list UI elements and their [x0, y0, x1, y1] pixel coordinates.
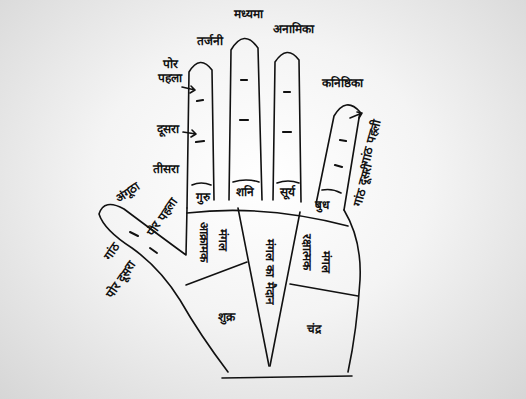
- palm-label: मंगल: [318, 251, 332, 273]
- phalanx-marks: [196, 80, 346, 167]
- palm-label: आक्रामक: [196, 222, 210, 262]
- palm-label: बुध: [315, 199, 329, 213]
- palm-label: अंगूठा: [113, 180, 142, 206]
- palm-label: दूसरा: [157, 123, 179, 137]
- palm-label: पोर पहला: [158, 58, 182, 86]
- palm-label: गांठ दूसरी: [352, 162, 377, 207]
- palm-label: तर्जनी: [197, 35, 223, 49]
- palm-label: चंद्र: [307, 323, 321, 337]
- palm-label: शुक्र: [218, 311, 235, 325]
- pointer-arrow: [182, 86, 195, 93]
- pointer-arrow: [183, 130, 196, 137]
- palm-label: अनामिका: [273, 23, 314, 37]
- palm-label: सूर्य: [280, 186, 295, 200]
- palm-label: पोर पहला: [145, 196, 181, 239]
- wrist-line: [222, 376, 352, 378]
- palm-label: मध्यमा: [234, 8, 263, 22]
- palm-label: मंगल: [215, 229, 229, 251]
- palm-label: कनिष्ठिका: [322, 77, 363, 91]
- venus-line: [186, 262, 247, 285]
- palm-label: पोर दूसरा: [105, 259, 140, 301]
- palm-label: गुरु: [196, 191, 210, 205]
- palm-label: गांठ पहली: [359, 118, 384, 165]
- palm-label: तीसरा: [153, 163, 179, 177]
- ring-finger: [273, 52, 301, 202]
- thumb-and-palm-left: [99, 205, 228, 372]
- palm-label: रक्षात्मक: [299, 234, 313, 270]
- palm-label: गांठ: [101, 241, 122, 263]
- mount-boundary: [187, 210, 348, 226]
- palm-label: शनि: [236, 186, 254, 200]
- palm-label: मंगल का मैदान: [262, 239, 276, 304]
- finger-creases: [192, 180, 341, 193]
- palm-right: [344, 210, 360, 372]
- pointer-arrow: [350, 112, 362, 118]
- index-finger: [187, 62, 214, 208]
- moon-line: [290, 284, 358, 296]
